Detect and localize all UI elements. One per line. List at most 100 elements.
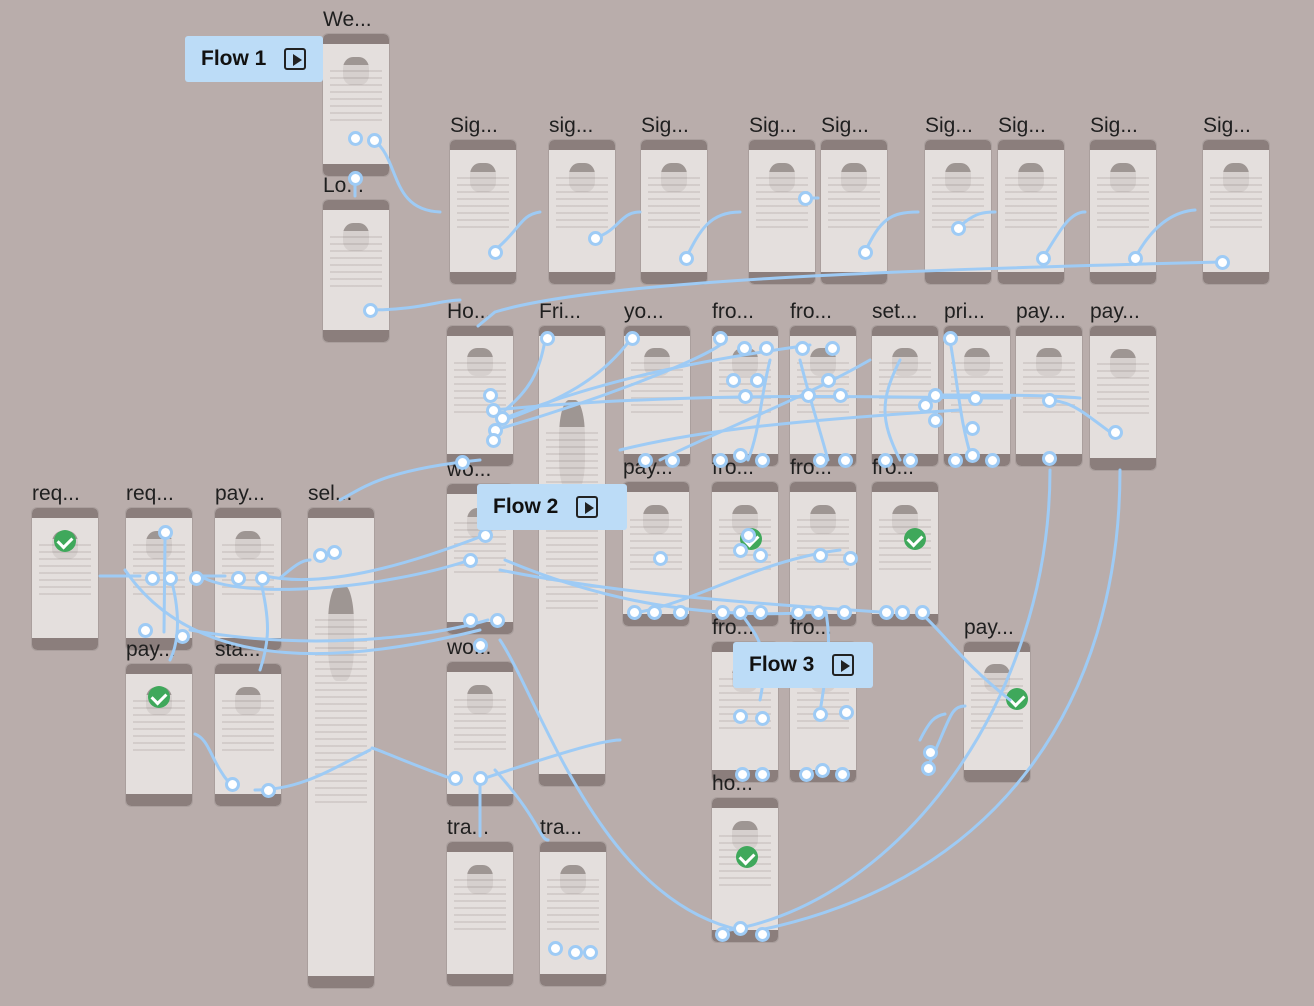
- connection-node[interactable]: [824, 340, 840, 356]
- connection-node[interactable]: [188, 570, 204, 586]
- connection-node[interactable]: [752, 547, 768, 563]
- connection-node[interactable]: [947, 452, 963, 468]
- screen-frame[interactable]: Sig...: [925, 114, 991, 284]
- connection-node[interactable]: [734, 766, 750, 782]
- connection-node[interactable]: [922, 744, 938, 760]
- connection-node[interactable]: [754, 766, 770, 782]
- connection-node[interactable]: [162, 570, 178, 586]
- connection-node[interactable]: [174, 628, 190, 644]
- connection-node[interactable]: [877, 452, 893, 468]
- connection-node[interactable]: [964, 420, 980, 436]
- connection-node[interactable]: [812, 706, 828, 722]
- connection-node[interactable]: [1127, 250, 1143, 266]
- screen-frame[interactable]: yo...: [624, 300, 690, 466]
- connection-node[interactable]: [914, 604, 930, 620]
- connection-node[interactable]: [485, 432, 501, 448]
- connection-node[interactable]: [254, 570, 270, 586]
- connection-node[interactable]: [482, 387, 498, 403]
- connection-node[interactable]: [712, 330, 728, 346]
- connection-node[interactable]: [462, 552, 478, 568]
- connection-node[interactable]: [736, 340, 752, 356]
- connection-node[interactable]: [454, 454, 470, 470]
- play-prototype-icon[interactable]: [832, 654, 855, 676]
- flow-start-chip[interactable]: Flow 2: [477, 484, 627, 530]
- screen-frame[interactable]: Sig...: [1090, 114, 1156, 284]
- connection-node[interactable]: [894, 604, 910, 620]
- connection-node[interactable]: [230, 570, 246, 586]
- connection-node[interactable]: [794, 340, 810, 356]
- connection-node[interactable]: [587, 230, 603, 246]
- screen-frame[interactable]: sig...: [549, 114, 615, 284]
- connection-node[interactable]: [812, 452, 828, 468]
- connection-node[interactable]: [714, 926, 730, 942]
- connection-node[interactable]: [814, 762, 830, 778]
- connection-node[interactable]: [312, 547, 328, 563]
- screen-frame[interactable]: req...: [32, 482, 98, 650]
- screen-frame[interactable]: ho...: [712, 772, 778, 942]
- flow-start-chip[interactable]: Flow 3: [733, 642, 873, 688]
- screen-frame[interactable]: Sig...: [749, 114, 815, 284]
- connection-node[interactable]: [732, 542, 748, 558]
- connection-node[interactable]: [462, 612, 478, 628]
- connection-node[interactable]: [837, 452, 853, 468]
- connection-node[interactable]: [842, 550, 858, 566]
- connection-node[interactable]: [797, 190, 813, 206]
- connection-node[interactable]: [1035, 250, 1051, 266]
- connection-node[interactable]: [1214, 254, 1230, 270]
- connection-node[interactable]: [1107, 424, 1123, 440]
- connection-node[interactable]: [472, 637, 488, 653]
- connection-node[interactable]: [878, 604, 894, 620]
- screen-frame[interactable]: Sig...: [821, 114, 887, 284]
- connection-node[interactable]: [812, 547, 828, 563]
- connection-node[interactable]: [832, 387, 848, 403]
- connection-node[interactable]: [260, 782, 276, 798]
- connection-node[interactable]: [732, 604, 748, 620]
- connection-node[interactable]: [366, 132, 382, 148]
- connection-node[interactable]: [624, 330, 640, 346]
- connection-node[interactable]: [646, 604, 662, 620]
- connection-node[interactable]: [752, 604, 768, 620]
- screen-frame[interactable]: Sig...: [1203, 114, 1269, 284]
- connection-node[interactable]: [737, 388, 753, 404]
- connection-node[interactable]: [927, 412, 943, 428]
- connection-node[interactable]: [790, 604, 806, 620]
- connection-node[interactable]: [810, 604, 826, 620]
- screen-frame[interactable]: pay...: [1090, 300, 1156, 470]
- connection-node[interactable]: [820, 372, 836, 388]
- connection-node[interactable]: [487, 244, 503, 260]
- screen-frame[interactable]: Sig...: [641, 114, 707, 284]
- connection-node[interactable]: [754, 926, 770, 942]
- connection-node[interactable]: [582, 944, 598, 960]
- connection-node[interactable]: [942, 330, 958, 346]
- connection-node[interactable]: [144, 570, 160, 586]
- connection-node[interactable]: [857, 244, 873, 260]
- connection-node[interactable]: [950, 220, 966, 236]
- connection-node[interactable]: [749, 372, 765, 388]
- flow-start-chip[interactable]: Flow 1: [185, 36, 323, 82]
- connection-node[interactable]: [800, 387, 816, 403]
- connection-node[interactable]: [567, 944, 583, 960]
- connection-node[interactable]: [489, 612, 505, 628]
- connection-node[interactable]: [326, 544, 342, 560]
- connection-node[interactable]: [836, 604, 852, 620]
- connection-node[interactable]: [1041, 392, 1057, 408]
- connection-node[interactable]: [902, 452, 918, 468]
- connection-node[interactable]: [732, 447, 748, 463]
- screen-frame[interactable]: sel...: [308, 482, 374, 988]
- connection-node[interactable]: [362, 302, 378, 318]
- screen-frame[interactable]: We...: [323, 8, 389, 176]
- connection-node[interactable]: [664, 452, 680, 468]
- connection-node[interactable]: [754, 452, 770, 468]
- connection-node[interactable]: [920, 760, 936, 776]
- connection-node[interactable]: [964, 447, 980, 463]
- screen-frame[interactable]: Lo...: [323, 174, 389, 342]
- screen-frame[interactable]: pay...: [215, 482, 281, 650]
- connection-node[interactable]: [927, 387, 943, 403]
- connection-node[interactable]: [447, 770, 463, 786]
- screen-frame[interactable]: Fri...: [539, 300, 605, 786]
- connection-node[interactable]: [1041, 450, 1057, 466]
- connection-node[interactable]: [347, 170, 363, 186]
- connection-node[interactable]: [224, 776, 240, 792]
- connection-node[interactable]: [838, 704, 854, 720]
- connection-node[interactable]: [539, 330, 555, 346]
